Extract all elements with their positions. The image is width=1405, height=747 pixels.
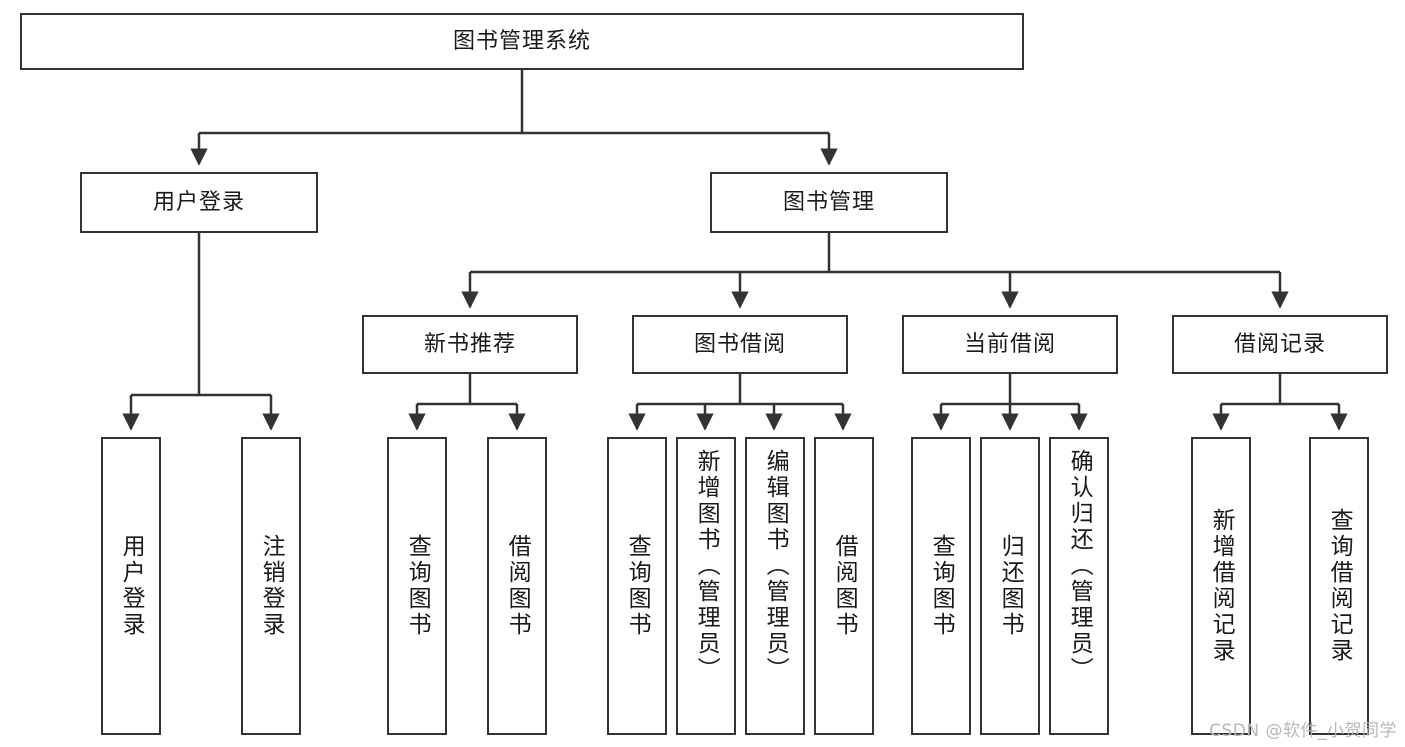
node-label: 图书管理系统: [452, 28, 591, 54]
node-label: 图书借阅: [693, 331, 786, 357]
node-label: 新增借阅记录: [1208, 508, 1235, 664]
node-user-login[interactable]: 用户登录: [80, 172, 318, 233]
leaf-user-login-logout[interactable]: 注销登录: [241, 437, 301, 735]
node-label: 注销登录: [258, 534, 285, 638]
leaf-book-borrow-edit-book-admin[interactable]: 编辑图书（管理员）: [745, 437, 805, 735]
node-label: 查询图书: [404, 534, 431, 638]
node-label: 新书推荐: [423, 331, 516, 357]
node-book-borrow[interactable]: 图书借阅: [632, 315, 848, 374]
node-label: 用户登录: [118, 534, 145, 638]
node-label: 编辑图书（管理员）: [762, 449, 789, 683]
node-book-management[interactable]: 图书管理: [710, 172, 948, 233]
node-label: 用户登录: [152, 189, 245, 215]
leaf-new-book-query-book[interactable]: 查询图书: [387, 437, 447, 735]
node-label: 查询图书: [624, 534, 651, 638]
node-root-book-management-system[interactable]: 图书管理系统: [20, 13, 1024, 70]
leaf-new-book-borrow-book[interactable]: 借阅图书: [487, 437, 547, 735]
leaf-current-borrow-confirm-return-admin[interactable]: 确认归还（管理员）: [1049, 437, 1109, 735]
node-label: 借阅图书: [504, 534, 531, 638]
node-label: 当前借阅: [963, 331, 1056, 357]
node-label: 归还图书: [997, 534, 1024, 638]
leaf-borrow-record-add-record[interactable]: 新增借阅记录: [1191, 437, 1251, 735]
node-label: 借阅记录: [1233, 331, 1326, 357]
node-label: 新增图书（管理员）: [693, 449, 720, 683]
node-current-borrow[interactable]: 当前借阅: [902, 315, 1118, 374]
watermark-text: CSDN @软件_小贺同学: [1209, 721, 1397, 741]
node-label: 查询借阅记录: [1326, 508, 1353, 664]
node-label: 查询图书: [928, 534, 955, 638]
node-borrow-record[interactable]: 借阅记录: [1172, 315, 1388, 374]
node-new-book-recommend[interactable]: 新书推荐: [362, 315, 578, 374]
leaf-book-borrow-add-book-admin[interactable]: 新增图书（管理员）: [676, 437, 736, 735]
leaf-current-borrow-query-book[interactable]: 查询图书: [911, 437, 971, 735]
leaf-current-borrow-return-book[interactable]: 归还图书: [980, 437, 1040, 735]
node-label: 借阅图书: [831, 534, 858, 638]
leaf-user-login-do-login[interactable]: 用户登录: [101, 437, 161, 735]
node-label: 图书管理: [782, 189, 875, 215]
node-label: 确认归还（管理员）: [1066, 449, 1093, 683]
leaf-book-borrow-query-book[interactable]: 查询图书: [607, 437, 667, 735]
leaf-book-borrow-borrow-book[interactable]: 借阅图书: [814, 437, 874, 735]
leaf-borrow-record-query-record[interactable]: 查询借阅记录: [1309, 437, 1369, 735]
